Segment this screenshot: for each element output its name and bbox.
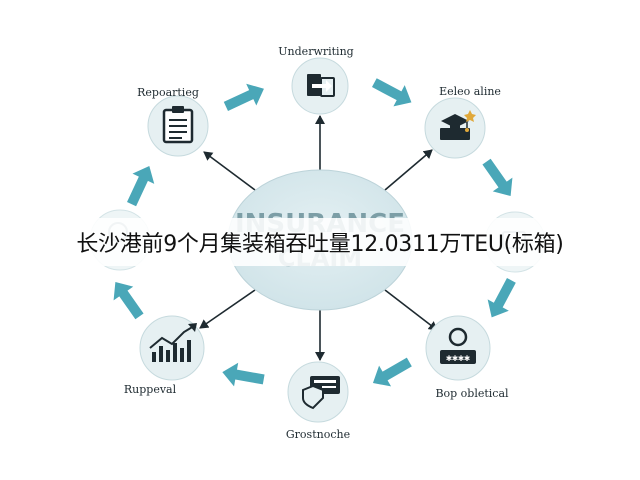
spoke-arrow-lower-left (199, 289, 256, 329)
cycle-arrows (113, 78, 516, 387)
spoke-arrow-upper-right (384, 149, 433, 191)
spoke-arrows (199, 115, 438, 361)
node-top: Underwriting (278, 45, 354, 115)
node-label-lower-left: Ruppeval (124, 383, 177, 396)
document-exchange-icon (307, 74, 335, 97)
clipboard-list-icon (162, 106, 194, 144)
cycle-arrow-lower-left-to-left (113, 281, 144, 320)
cycle-arrow-upper-left-to-top (223, 83, 264, 111)
graduation-cap-box-icon (440, 110, 476, 140)
cycle-arrow-right-to-lower-right (487, 277, 516, 318)
cycle-arrow-bottom-to-lower-left (222, 362, 265, 387)
node-label-lower-right: Bop obletical (435, 387, 509, 400)
node-lower-right: ✱✱✱✱ Bop obletical (425, 315, 509, 400)
node-bottom: Grostnoche (286, 361, 350, 441)
node-upper-left: Repoartieg (137, 86, 209, 157)
caption-banner (0, 218, 640, 266)
node-lower-left: Ruppeval (124, 315, 205, 396)
node-label-upper-right: Eeleo aline (439, 85, 501, 98)
shield-card-icon (302, 376, 340, 410)
node-label-upper-left: Repoartieg (137, 86, 199, 99)
cycle-arrow-upper-right-to-right (482, 158, 513, 197)
user-id-card-icon: ✱✱✱✱ (440, 327, 476, 364)
bar-chart-trend-icon (149, 323, 197, 362)
svg-text:✱✱✱✱: ✱✱✱✱ (446, 353, 470, 364)
node-upper-right: Eeleo aline (424, 85, 501, 159)
caption-text: 长沙港前9个月集装箱吞吐量12.0311万TEU(标箱) (76, 232, 564, 257)
node-label-top: Underwriting (278, 45, 353, 58)
cycle-arrow-lower-right-to-bottom (372, 357, 412, 387)
node-label-bottom: Grostnoche (286, 428, 350, 441)
cycle-arrow-top-to-upper-right (371, 78, 412, 107)
cycle-arrow-left-to-upper-left (127, 166, 155, 207)
spoke-arrow-lower-right (384, 289, 438, 331)
spoke-arrow-upper-left (203, 151, 256, 191)
